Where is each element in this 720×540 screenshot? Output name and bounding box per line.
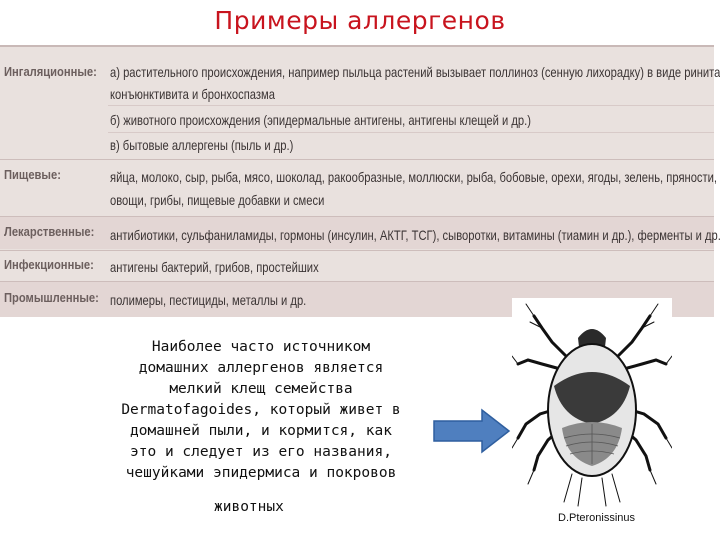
row-divider: [0, 159, 714, 160]
table-row: Инфекционные: антигены бактерий, грибов,…: [0, 251, 714, 280]
note-last-line: животных: [214, 499, 284, 515]
right-arrow-icon: [433, 408, 511, 454]
inner-divider: [108, 105, 714, 106]
table-row: Ингаляционные: а) растительного происхож…: [0, 47, 720, 159]
figure-caption: D.Pteronissinus: [558, 512, 636, 524]
note-line: Наиболее часто источником: [151, 339, 371, 355]
row-category: Лекарственные:: [4, 224, 95, 239]
row-category: Промышленные:: [4, 290, 99, 305]
content-line: конъюнктивита и бронхоспазма: [110, 86, 275, 102]
inner-divider: [108, 132, 714, 133]
row-divider: [0, 216, 714, 217]
note-line: домашних аллергенов является: [138, 360, 384, 376]
content-line: яйца, молоко, сыр, рыба, мясо, шоколад, …: [110, 169, 718, 185]
allergen-table: Ингаляционные: а) растительного происхож…: [0, 45, 720, 317]
row-category: Инфекционные:: [4, 257, 94, 272]
page-title: Примеры аллергенов: [214, 6, 506, 35]
table-row: Лекарственные: антибиотики, сульфанилами…: [0, 217, 720, 249]
table-row: Пищевые: яйца, молоко, сыр, рыба, мясо, …: [0, 160, 718, 215]
content-line: а) растительного происхождения, например…: [110, 64, 720, 80]
mite-note: Наиболее часто источником домашних аллер…: [86, 337, 436, 484]
note-line: домашней пыли, и кормится, как: [130, 423, 392, 439]
dust-mite-image: [511, 303, 673, 507]
content-line: б) животного происхождения (эпидермальны…: [110, 112, 531, 128]
note-line: Dermatofagoides, который живет в: [121, 402, 401, 418]
row-category: Ингаляционные:: [4, 64, 97, 79]
content-line: антигены бактерий, грибов, простейших: [110, 259, 319, 275]
content-line: овощи, грибы, пищевые добавки и смеси: [110, 192, 325, 208]
content-line: антибиотики, сульфаниламиды, гормоны (ин…: [110, 227, 720, 243]
row-category: Пищевые:: [4, 167, 61, 182]
content-line: в) бытовые аллергены (пыль и др.): [110, 137, 294, 153]
note-line: чешуйками эпидермиса и покровов: [125, 465, 397, 481]
content-line: полимеры, пестициды, металлы и др.: [110, 292, 307, 308]
row-divider: [0, 281, 714, 282]
row-divider: [0, 250, 714, 251]
note-line: это и следует из его названия,: [130, 444, 392, 460]
mite-illustration: [511, 298, 673, 530]
note-line: мелкий клещ семейства: [169, 381, 353, 397]
